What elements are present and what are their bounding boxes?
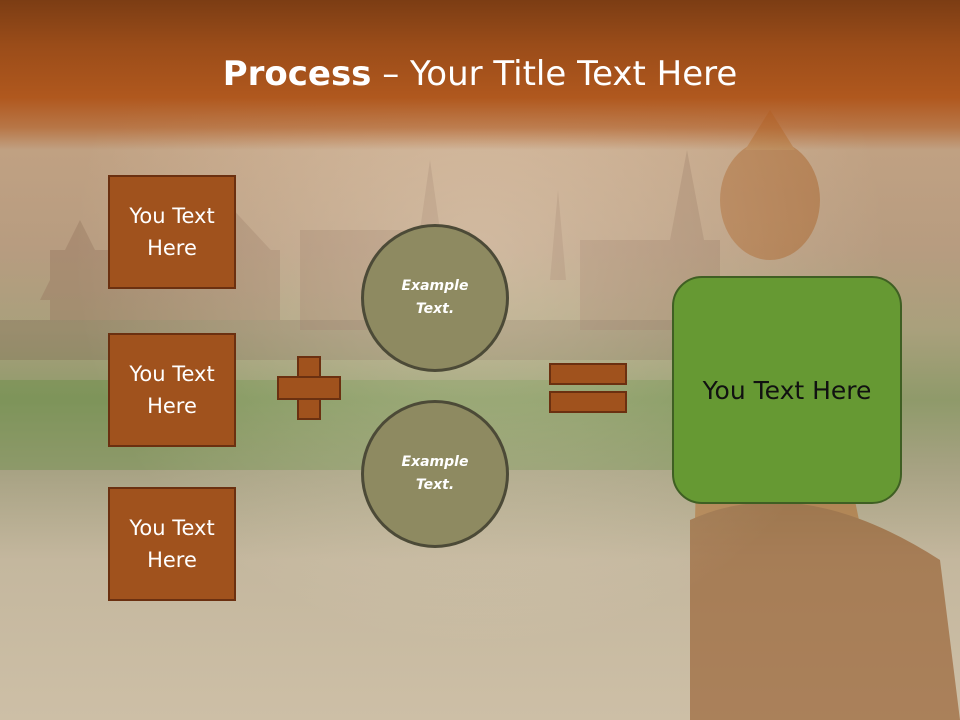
equals-top-bar: [549, 363, 627, 385]
title-bold: Process: [222, 54, 372, 94]
process-box-label: You Text Here: [129, 516, 215, 572]
result-box: You Text Here: [672, 276, 902, 504]
equals-bottom-bar: [549, 391, 627, 413]
process-box-3: You Text Here: [108, 487, 236, 601]
result-label: You Text Here: [702, 375, 872, 405]
process-box-label: You Text Here: [129, 204, 215, 260]
process-box-1: You Text Here: [108, 175, 236, 289]
example-circle-label: Example Text.: [401, 454, 469, 493]
plus-center: [299, 378, 319, 398]
title-rest: – Your Title Text Here: [371, 54, 738, 94]
process-box-label: You Text Here: [129, 362, 215, 418]
example-circle-2: Example Text.: [361, 400, 509, 548]
process-box-2: You Text Here: [108, 333, 236, 447]
example-circle-label: Example Text.: [401, 278, 469, 317]
slide-title: Process – Your Title Text Here: [0, 52, 960, 96]
example-circle-1: Example Text.: [361, 224, 509, 372]
title-banner: [0, 0, 960, 150]
